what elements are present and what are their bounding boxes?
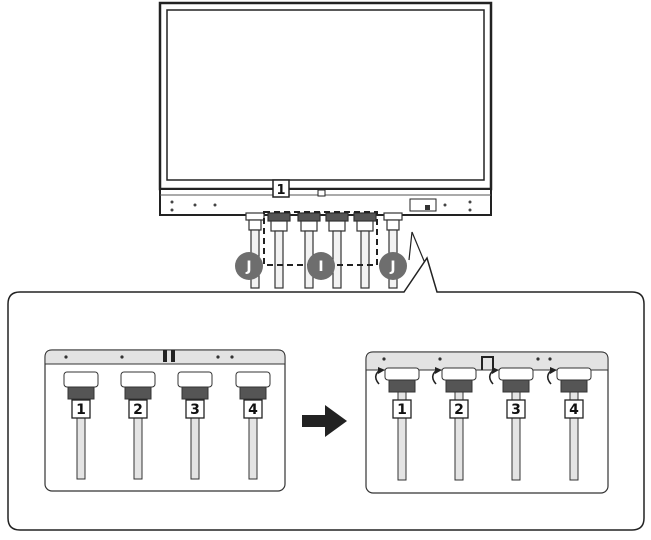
after-label-1: 1	[392, 399, 412, 419]
before-label-1-text: 1	[76, 402, 86, 418]
right-arrow-icon	[302, 405, 347, 437]
callout-j-left: J	[235, 252, 263, 280]
detail-after: 1 2 3 4	[365, 351, 609, 494]
port-label-top: 1	[272, 179, 290, 198]
detail-before: 1 2 3 4	[44, 349, 286, 492]
callout-j-left-text: J	[245, 259, 251, 275]
before-label-1: 1	[71, 399, 91, 419]
callout-j-right-text: J	[389, 259, 395, 275]
after-label-4-text: 4	[569, 402, 579, 418]
before-label-3: 3	[185, 399, 205, 419]
callout-i-text: I	[318, 259, 323, 275]
after-label-2-text: 2	[454, 402, 464, 418]
before-label-2: 2	[128, 399, 148, 419]
monitor-screen	[166, 9, 485, 181]
before-label-4: 4	[243, 399, 263, 419]
before-label-2-text: 2	[133, 402, 143, 418]
callout-j-right: J	[379, 252, 407, 280]
after-label-2: 2	[449, 399, 469, 419]
after-label-1-text: 1	[397, 402, 407, 418]
lock-arrow-icons	[374, 367, 557, 385]
after-label-4: 4	[564, 399, 584, 419]
port-label-top-text: 1	[276, 183, 285, 198]
after-label-3: 3	[506, 399, 526, 419]
after-label-3-text: 3	[511, 402, 521, 418]
before-label-4-text: 4	[248, 402, 258, 418]
callout-i: I	[307, 252, 335, 280]
before-label-3-text: 3	[190, 402, 200, 418]
monitor	[158, 1, 493, 216]
